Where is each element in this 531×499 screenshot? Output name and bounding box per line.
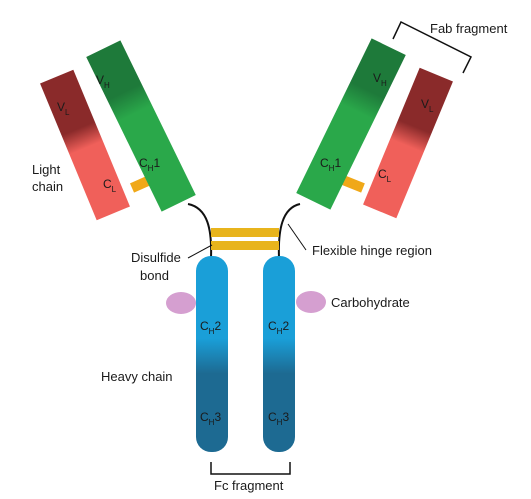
disulfide-bond-label-line2: bond — [140, 268, 169, 283]
hinge-right-curve — [277, 203, 301, 259]
fc-heavy-column-left — [196, 256, 228, 452]
disulfide-bond-upper — [211, 228, 279, 237]
domain-label-ch1-right: CH1 — [320, 156, 341, 173]
light-chain-left — [40, 69, 130, 221]
hinge-left-curve — [187, 203, 213, 259]
domain-label-ch3-left: CH3 — [200, 410, 221, 427]
carbohydrate-right — [296, 291, 326, 313]
domain-label-vh-left: VH — [96, 73, 110, 90]
domain-label-vh-right: VH — [373, 71, 387, 88]
domain-label-ch1-left: CH1 — [139, 156, 160, 173]
hinge-region-label: Flexible hinge region — [312, 243, 432, 258]
domain-label-vl-right: VL — [421, 97, 434, 114]
disulfide-bond-lower — [211, 241, 279, 250]
carbohydrate-label: Carbohydrate — [331, 295, 410, 310]
heavy-chain-label: Heavy chain — [101, 369, 173, 384]
fc-fragment-label: Fc fragment — [214, 478, 284, 493]
hinge-pointer-line — [287, 223, 307, 251]
fab-fragment-label: Fab fragment — [430, 21, 508, 36]
domain-label-ch2-right: CH2 — [268, 319, 289, 336]
light-chain-right — [363, 67, 453, 219]
light-chain-label-line1: Light — [32, 162, 61, 177]
domain-label-vl-left: VL — [57, 100, 70, 117]
domain-label-cl-right: CL — [378, 167, 392, 184]
disulfide-pointer-line — [187, 244, 213, 259]
fc-heavy-column-right — [263, 256, 295, 452]
domain-label-ch3-right: CH3 — [268, 410, 289, 427]
carbohydrate-left — [166, 292, 196, 314]
light-chain-label-line2: chain — [32, 179, 63, 194]
heavy-chain-arm-left — [86, 40, 196, 212]
fab-bracket — [392, 20, 473, 74]
fc-bracket — [210, 462, 291, 475]
light-heavy-connector-right — [341, 175, 365, 193]
domain-label-cl-left: CL — [103, 177, 117, 194]
domain-label-ch2-left: CH2 — [200, 319, 221, 336]
disulfide-bond-label-line1: Disulfide — [131, 250, 181, 265]
heavy-chain-arm-right — [296, 38, 406, 210]
